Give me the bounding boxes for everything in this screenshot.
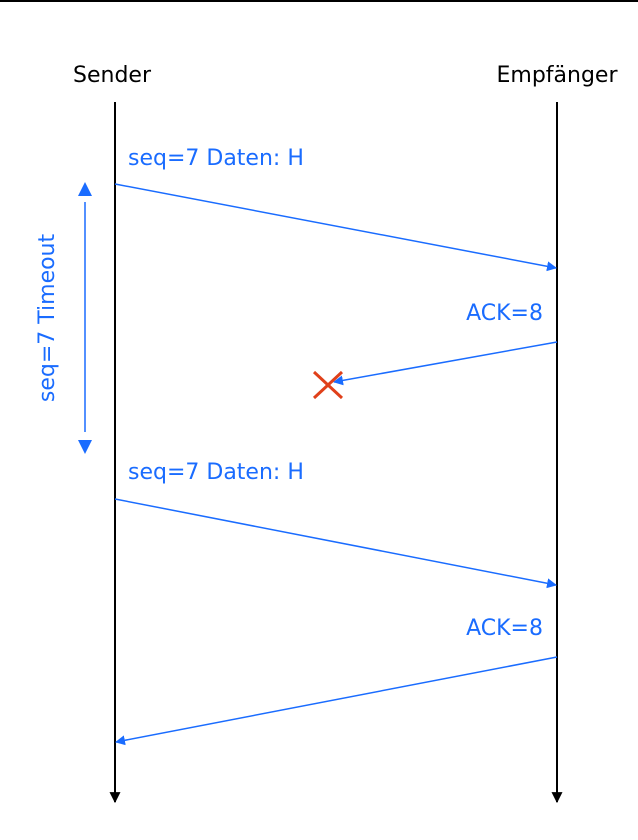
participant-receiver: Empfänger [496,63,618,88]
timeout-arrow-up-icon [78,182,92,196]
timeout-label: seq=7 Timeout [35,234,60,403]
message-arrow-4 [115,656,558,746]
message-label-4: ACK=8 [466,616,543,641]
message-arrow-3 [114,498,557,589]
message-label-1: seq=7 Daten: H [128,146,304,171]
cross-icon [312,370,344,400]
message-label-3: seq=7 Daten: H [128,460,304,485]
message-arrow-2 [333,341,558,386]
message-label-2: ACK=8 [466,301,543,326]
participant-sender: Sender [73,63,152,88]
message-arrow-1 [114,183,557,272]
timeout-arrow-down-icon [78,440,92,454]
